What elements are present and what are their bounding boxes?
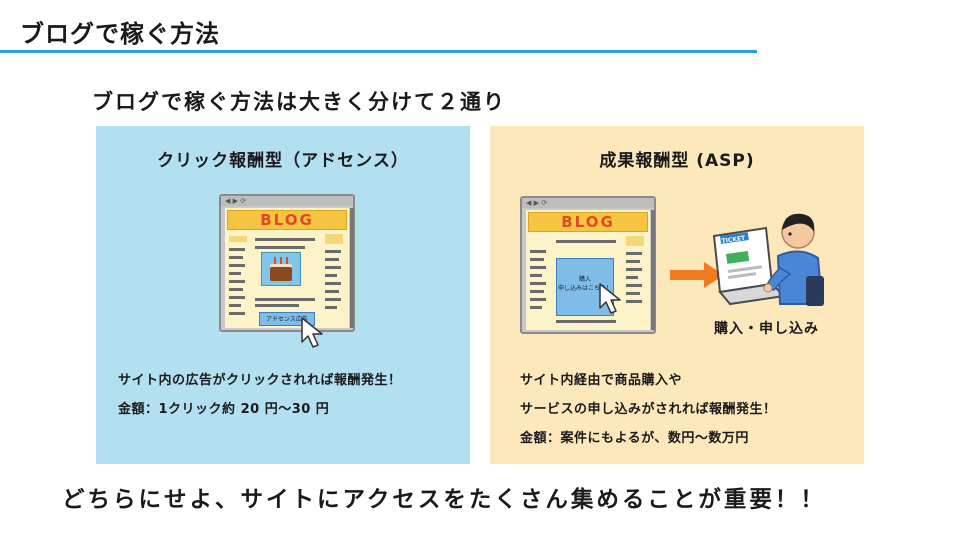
browser-window-icon: ◀ ▶ ⟳ BLOG 購入 申し込みはこちら！ <box>520 196 656 334</box>
performance-reward-description: サイト内経由で商品購入や サービスの申し込みがされれば報酬発生！ 金額：案件にも… <box>520 366 777 453</box>
mouse-cursor-icon <box>301 317 323 348</box>
performance-reward-desc-line-1: サイト内経由で商品購入や <box>520 373 683 388</box>
click-reward-description: サイト内の広告がクリックされれば報酬発生！ 金額：1クリック約 20 円～30 … <box>118 366 402 424</box>
purchase-label: 購入 <box>578 276 591 283</box>
slide-title: ブログで稼ぐ方法 <box>20 20 220 48</box>
adsense-ad-box: アドセンス広告 <box>259 312 315 326</box>
browser-window-icon: ◀ ▶ ⟳ BLOG <box>219 194 355 332</box>
arrow-right-icon <box>670 262 724 288</box>
blog-banner: BLOG <box>528 212 648 232</box>
click-reward-desc-line-2: 金額：1クリック約 20 円～30 円 <box>118 402 330 417</box>
person-at-laptop-icon: TICKET <box>712 213 824 306</box>
click-reward-desc-line-1: サイト内の広告がクリックされれば報酬発生！ <box>118 373 402 388</box>
performance-reward-panel: 成果報酬型 (ASP) ◀ ▶ ⟳ BLOG 購入 申し込みはこ <box>490 126 864 464</box>
click-reward-heading: クリック報酬型（アドセンス） <box>157 151 409 171</box>
cake-icon <box>261 252 301 286</box>
ticket-label: TICKET <box>721 235 746 245</box>
performance-reward-heading: 成果報酬型 (ASP) <box>599 151 755 171</box>
conclusion-text: どちらにせよ、サイトにアクセスをたくさん集めることが重要！！ <box>62 487 826 513</box>
blog-banner: BLOG <box>227 210 347 230</box>
click-reward-panel: クリック報酬型（アドセンス） ◀ ▶ ⟳ BLOG <box>96 126 470 464</box>
title-underline <box>0 50 757 53</box>
mouse-cursor-icon <box>599 283 621 314</box>
purchase-apply-box: 購入 申し込みはこちら！ <box>556 258 614 316</box>
apply-here-label: 申し込みはこちら！ <box>557 285 612 292</box>
purchase-apply-caption: 購入・申し込み <box>714 321 819 337</box>
performance-reward-desc-line-3: 金額：案件にもよるが、数円～数万円 <box>520 431 749 446</box>
performance-reward-desc-line-2: サービスの申し込みがされれば報酬発生！ <box>520 402 777 417</box>
slide-subtitle: ブログで稼ぐ方法は大きく分けて２通り <box>92 90 506 114</box>
